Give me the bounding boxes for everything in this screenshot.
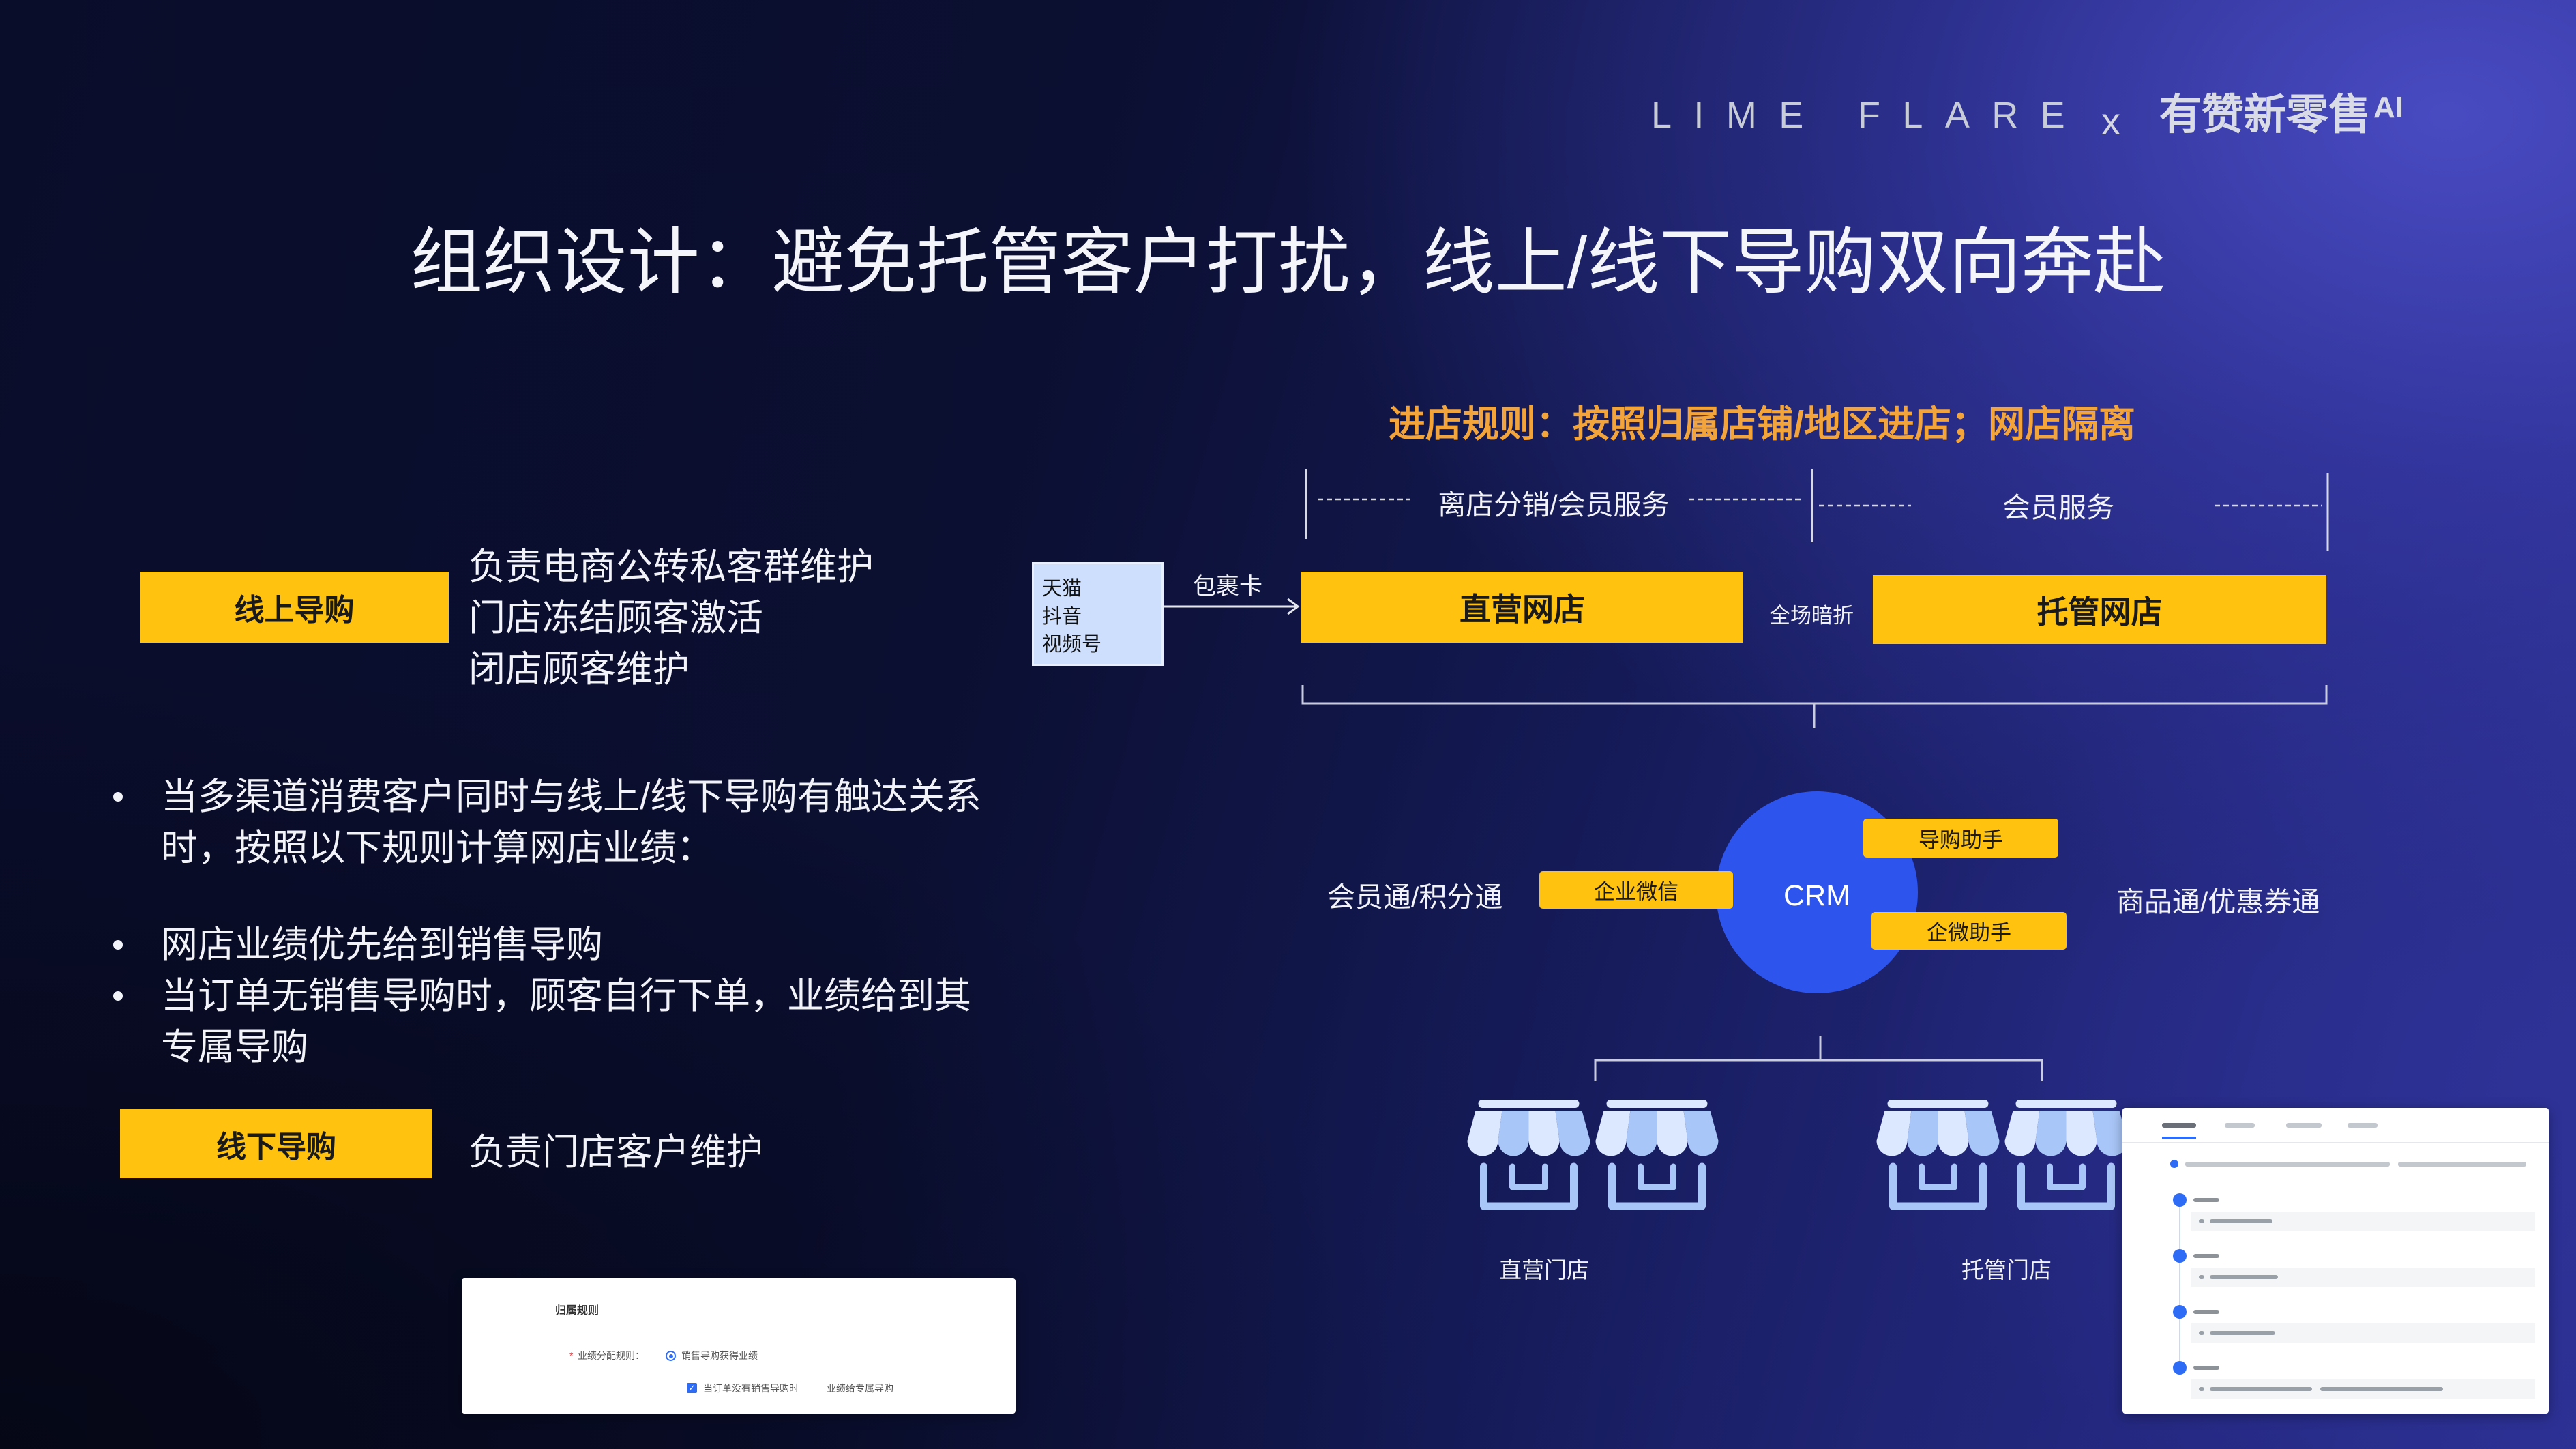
limeflare-logo: LIME FLARE (1651, 95, 2088, 136)
step-detail-text (2199, 1387, 2204, 1391)
online-guide-duty: 负责电商公转私客群维护 (469, 546, 874, 587)
step-detail-text (2199, 1275, 2204, 1279)
step-marker (2173, 1193, 2187, 1207)
guide-assistant-tag-label: 导购助手 (1919, 828, 2003, 852)
rule-text: 当订单无销售导购时，顾客自行下单，业绩给到其 (161, 976, 971, 1016)
crm-left-label: 会员通/积分通 (1327, 881, 1503, 913)
step-detail-text (2210, 1331, 2275, 1335)
managed-online-store-label: 托管网店 (2037, 594, 2163, 630)
screenshot-tab[interactable] (2286, 1123, 2322, 1128)
step-marker (2173, 1249, 2187, 1263)
offline-guide-label: 线下导购 (216, 1130, 336, 1164)
store-icon (1876, 1100, 2000, 1213)
brand-separator: x (2101, 100, 2120, 143)
rule-text: 网店业绩优先给到销售导购 (161, 924, 603, 965)
package-card-label: 包裹卡 (1193, 574, 1262, 600)
wecom-assistant-tag: 企微助手 (1871, 912, 2067, 950)
checkbox-option-label: 当订单没有销售导购时 (703, 1383, 799, 1394)
step-marker (2173, 1305, 2187, 1319)
bullet-dot (113, 940, 123, 950)
step-detail-text (2199, 1331, 2204, 1335)
direct-online-store-label: 直营网店 (1460, 591, 1585, 627)
direct-stores-label: 直营门店 (1499, 1257, 1589, 1283)
notice-dot (2170, 1160, 2178, 1168)
scope-right-label: 会员服务 (2002, 492, 2114, 523)
page-title: 组织设计：避免托管客户打扰，线上/线下导购双向奔赴 (410, 222, 2166, 303)
youzan-logo-text: 有赞新零售 (2159, 91, 2371, 138)
level-settings-screenshot (2122, 1108, 2549, 1414)
step-title (2193, 1310, 2219, 1314)
youzan-logo-ai: AI (2373, 91, 2404, 124)
arrow-head (1287, 598, 1300, 615)
crm-label: CRM (1783, 879, 1850, 912)
offline-stores-brace (1594, 1036, 2043, 1081)
managed-stores-label: 托管门店 (1961, 1257, 2052, 1283)
scope-left-label: 离店分销/会员服务 (1438, 489, 1670, 521)
step-connector (2179, 1200, 2180, 1368)
wecom-tag-label: 企业微信 (1594, 880, 1678, 904)
channel-tmall: 天猫 (1042, 578, 1082, 600)
store-icon (1595, 1100, 1719, 1213)
online-guide-box: 线上导购 (140, 572, 449, 643)
step-detail-text (2210, 1219, 2272, 1223)
offline-guide-duty: 负责门店客户维护 (469, 1132, 763, 1173)
step-marker (2173, 1361, 2187, 1375)
guide-assistant-tag: 导购助手 (1863, 819, 2058, 858)
screenshot-tab[interactable] (2162, 1123, 2196, 1128)
attribution-rule-screenshot: 归属规则 * 业绩分配规则： 销售导购获得业绩 ✓ 当订单没有销售导购时 业绩给… (462, 1278, 1016, 1414)
rule-text: 当多渠道消费客户同时与线上/线下导购有触达关系 (161, 776, 982, 817)
managed-online-store-box: 托管网店 (1873, 575, 2326, 644)
screenshot-tab[interactable] (2348, 1123, 2378, 1128)
online-stores-brace (1301, 685, 2328, 728)
rule-text: 时，按照以下规则计算网店业绩： (161, 828, 713, 868)
step-title (2193, 1198, 2219, 1202)
screenshot-tab-underline (2162, 1137, 2196, 1139)
radio-inner-dot (668, 1353, 673, 1358)
direct-online-store-box: 直营网店 (1301, 572, 1743, 643)
channel-box: 天猫 抖音 视频号 (1032, 562, 1164, 666)
field-label: 业绩分配规则： (578, 1350, 645, 1361)
screenshot-divider (2122, 1142, 2549, 1143)
step-detail-text (2320, 1387, 2443, 1391)
store-icon (2004, 1100, 2128, 1213)
youzan-logo: 有赞新零售AI (2159, 93, 2403, 138)
store-link-label: 全场暗折 (1769, 604, 1854, 628)
entry-rule-heading: 进店规则：按照归属店铺/地区进店；网店隔离 (1389, 404, 2136, 445)
rule-text: 专属导购 (161, 1027, 308, 1068)
store-icon (1467, 1100, 1590, 1213)
step-detail-text (2210, 1387, 2312, 1391)
online-guide-duty: 闭店顾客维护 (469, 649, 690, 690)
radio-selected-icon[interactable] (666, 1351, 676, 1361)
wecom-tag: 企业微信 (1539, 871, 1733, 909)
offline-guide-box: 线下导购 (120, 1109, 432, 1178)
wecom-assistant-tag-label: 企微助手 (1927, 921, 2011, 945)
notice-text (2398, 1162, 2526, 1167)
channel-douyin: 抖音 (1042, 606, 1082, 628)
screenshot-section-title: 归属规则 (555, 1305, 599, 1317)
bullet-dot (113, 991, 123, 1001)
bullet-dot (113, 792, 123, 802)
step-detail-text (2199, 1219, 2204, 1223)
step-title (2193, 1366, 2219, 1370)
online-guide-duty: 门店冻结顾客激活 (469, 598, 763, 639)
checkbox-checked-icon[interactable]: ✓ (687, 1383, 697, 1393)
screenshot-tab[interactable] (2225, 1123, 2255, 1128)
crm-right-label: 商品通/优惠券通 (2116, 886, 2320, 918)
notice-text (2185, 1162, 2390, 1167)
step-detail-text (2210, 1275, 2278, 1279)
radio-option-label: 销售导购获得业绩 (681, 1350, 758, 1361)
required-mark: * (569, 1350, 574, 1361)
checkbox-option-suffix: 业绩给专属导购 (827, 1383, 893, 1394)
channel-channels: 视频号 (1042, 634, 1102, 656)
step-title (2193, 1254, 2219, 1258)
online-guide-label: 线上导购 (234, 594, 355, 627)
